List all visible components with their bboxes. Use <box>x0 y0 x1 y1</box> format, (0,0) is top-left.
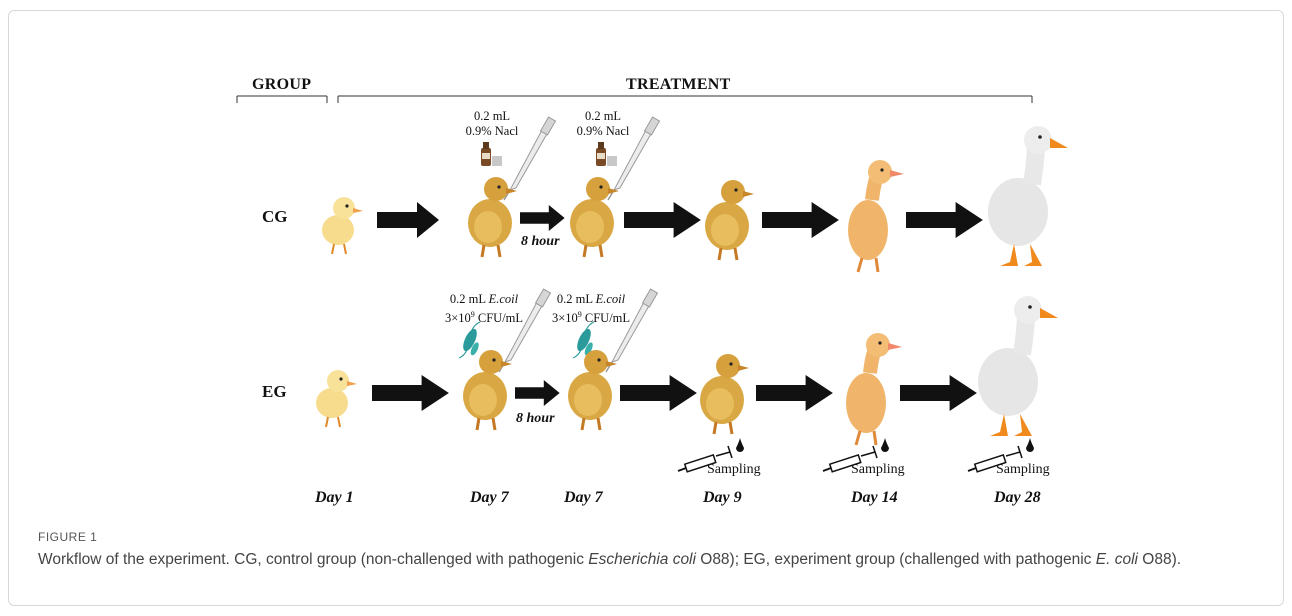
cg-day28-duck <box>988 126 1068 266</box>
eg-dose-label-2: 0.2 mL E.coil 3×109 CFU/mL <box>551 292 631 326</box>
eg-arrow-4 <box>756 375 833 411</box>
eg-day7-duckling-2 <box>566 348 619 432</box>
day-label-6: Day 28 <box>994 489 1041 506</box>
day-label-1: Day 1 <box>315 489 354 506</box>
eg-arrow-1 <box>372 375 449 411</box>
group-header: GROUP <box>252 76 312 93</box>
day-label-4: Day 9 <box>703 489 742 506</box>
eg-dose-label-1: 0.2 mL E.coil 3×109 CFU/mL <box>444 292 524 326</box>
eg-day7-duckling-1 <box>461 348 514 432</box>
cg-interval-label: 8 hour <box>521 234 560 249</box>
cg-saline-bottle-2 <box>596 142 617 166</box>
cg-dose-label-2: 0.2 mL 0.9% Nacl <box>576 109 630 138</box>
figure-caption: Workflow of the experiment. CG, control … <box>38 551 1182 568</box>
eg-arrow-2 <box>515 380 560 406</box>
eg-interval-label: 8 hour <box>516 411 555 426</box>
treatment-bracket <box>337 95 1033 103</box>
eg-day9-duckling <box>698 352 751 436</box>
cg-arrow-4 <box>762 202 839 238</box>
workflow-diagram <box>236 95 1292 473</box>
cg-day9-duckling <box>703 178 756 262</box>
eg-arrow-5 <box>900 375 977 411</box>
day-label-2: Day 7 <box>470 489 509 506</box>
cg-saline-bottle-1 <box>481 142 502 166</box>
eg-day1-duckling <box>315 369 358 428</box>
treatment-header: TREATMENT <box>626 76 731 93</box>
sampling-label-day9: Sampling <box>707 462 761 477</box>
cg-arrow-1 <box>377 202 439 238</box>
eg-arrow-3 <box>620 375 697 411</box>
figure-frame <box>8 10 1284 606</box>
sampling-label-day28: Sampling <box>996 462 1050 477</box>
day-label-5: Day 14 <box>851 489 898 506</box>
cg-arrow-5 <box>905 202 983 238</box>
eg-bacteria-1 <box>458 321 481 359</box>
group-label-cg: CG <box>262 207 288 226</box>
group-label-eg: EG <box>262 382 287 401</box>
eg-day28-duck <box>978 296 1058 436</box>
group-bracket <box>236 95 328 103</box>
day-label-3: Day 7 <box>564 489 603 506</box>
cg-day7-duckling-2 <box>568 175 621 259</box>
cg-day7-duckling-1 <box>466 175 519 259</box>
sampling-label-day14: Sampling <box>851 462 905 477</box>
cg-dose-label-1: 0.2 mL 0.9% Nacl <box>465 109 519 138</box>
figure-label: FIGURE 1 <box>38 530 98 544</box>
cg-day1-duckling <box>321 196 364 255</box>
cg-arrow-2 <box>520 205 565 231</box>
eg-day14-duck <box>846 333 902 445</box>
cg-day14-duck <box>848 160 904 272</box>
cg-arrow-3 <box>624 202 701 238</box>
